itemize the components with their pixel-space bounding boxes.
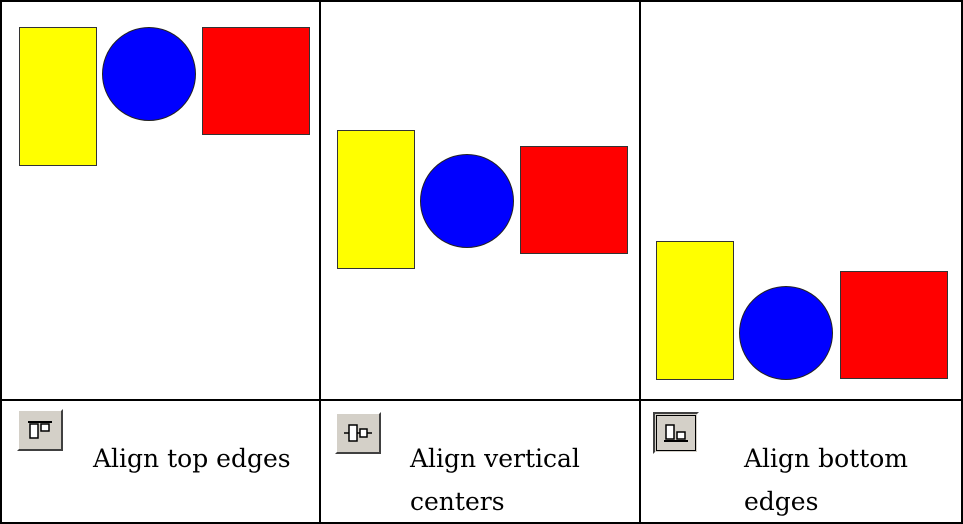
red-square xyxy=(202,27,310,135)
yellow-rectangle xyxy=(19,27,97,166)
blue-circle xyxy=(102,27,196,121)
table-border-bottom xyxy=(0,522,963,524)
blue-circle xyxy=(739,286,833,380)
align-vertical-centers-icon xyxy=(344,424,372,442)
label-align-bottom-line1: Align bottom xyxy=(744,444,909,473)
blue-circle xyxy=(420,154,514,248)
table-row-divider xyxy=(0,399,963,401)
yellow-rectangle xyxy=(656,241,734,380)
yellow-rectangle xyxy=(337,130,415,269)
table-divider-1 xyxy=(319,0,321,524)
label-align-vertical-centers-line1: Align vertical xyxy=(410,444,580,473)
align-bottom-button[interactable] xyxy=(653,412,699,454)
table-divider-2 xyxy=(639,0,641,524)
align-bottom-icon xyxy=(664,424,688,442)
label-align-vertical-centers-line2: centers xyxy=(410,487,505,516)
table-border-right xyxy=(961,0,963,524)
label-align-bottom-line2: edges xyxy=(744,487,819,516)
table-border-left xyxy=(0,0,2,524)
red-square xyxy=(840,271,948,379)
red-square xyxy=(520,146,628,254)
align-top-button[interactable] xyxy=(17,409,63,451)
table-border-top xyxy=(0,0,963,2)
label-align-top: Align top edges xyxy=(93,444,291,473)
align-top-icon xyxy=(28,421,52,439)
align-vertical-centers-button[interactable] xyxy=(335,412,381,454)
